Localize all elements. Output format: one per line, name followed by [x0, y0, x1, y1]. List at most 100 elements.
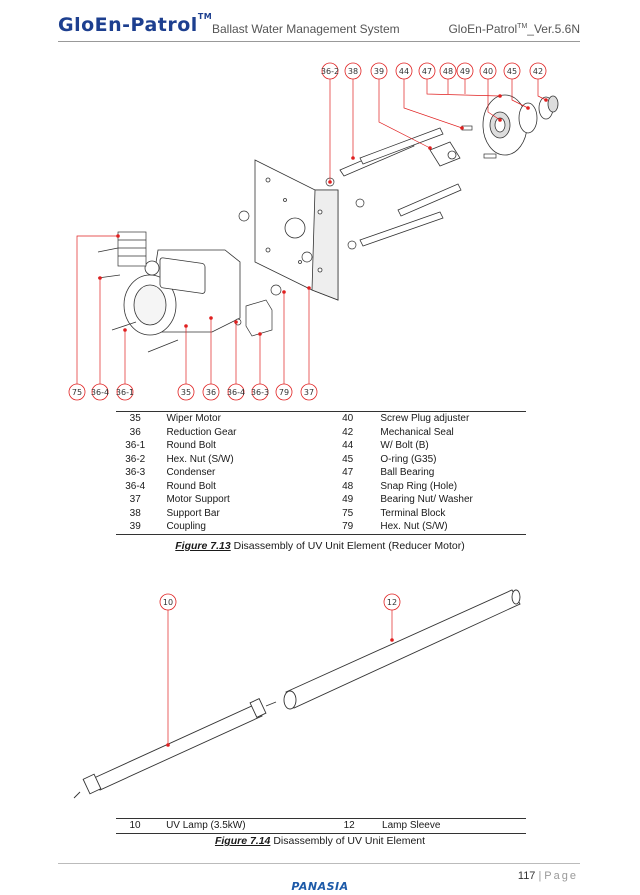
part-number: 36-3: [125, 467, 146, 478]
bottom-callout-dots: [98, 234, 311, 336]
table-row: 35 Wiper Motor 40 Screw Plug adjuster: [116, 412, 526, 426]
part-name: O-ring (G35): [380, 453, 437, 465]
part-number: 47: [342, 467, 354, 478]
part-name: Support Bar: [166, 507, 220, 519]
callout-bubble: 36-4: [91, 383, 109, 401]
wiper-motor: [123, 249, 241, 336]
part-number: 10: [129, 820, 141, 831]
callout-bubble: 36-4: [227, 383, 245, 401]
svg-text:45: 45: [507, 67, 517, 76]
part-number: 40: [342, 413, 354, 424]
svg-text:79: 79: [279, 388, 289, 397]
hex-nuts: [234, 177, 365, 326]
part-name: Reduction Gear: [166, 426, 237, 438]
header-version: GloEn-PatrolTM_Ver.5.6N: [448, 22, 580, 36]
part-name: Hex. Nut (S/W): [380, 521, 448, 532]
figure-caption-7-14: Figure 7.14 Disassembly of UV Unit Eleme…: [214, 835, 426, 847]
callout-bubble: 42: [529, 62, 547, 80]
svg-text:36-3: 36-3: [251, 388, 269, 397]
callout-bubble: 36: [202, 383, 220, 401]
parts-table-uv-lamp: 10 UV Lamp (3.5kW) 12 Lamp Sleeve: [116, 818, 526, 834]
svg-text:75: 75: [72, 388, 82, 397]
svg-text:36-1: 36-1: [116, 388, 134, 397]
part-number: 35: [129, 413, 141, 424]
part-number: 12: [343, 820, 355, 831]
callout-bubble: 44: [395, 62, 413, 80]
part-name: Snap Ring (Hole): [380, 480, 458, 492]
part-number: 36-2: [125, 453, 146, 465]
bolts: [97, 247, 179, 353]
callout-bubble: 35: [177, 383, 195, 401]
svg-text:49: 49: [460, 67, 470, 76]
part-name: UV Lamp (3.5kW): [166, 820, 246, 831]
part-name: Lamp Sleeve: [382, 820, 441, 831]
callout-bubble: 48: [439, 62, 457, 80]
svg-text:37: 37: [304, 388, 314, 397]
terminal-block: [117, 231, 147, 267]
condenser: [245, 299, 273, 337]
table-row: 36-4 Round Bolt 48 Snap Ring (Hole): [116, 480, 526, 494]
svg-text:42: 42: [533, 67, 543, 76]
part-name: Condenser: [166, 467, 216, 478]
part-number: 39: [129, 521, 141, 532]
reducer-motor-diagram: 36-2 38 39 44 47 48 49 40 45 42 75 36-4 …: [68, 62, 559, 401]
table-row: 36 Reduction Gear 42 Mechanical Seal: [116, 426, 526, 440]
top-callout-leaders: [329, 78, 547, 182]
part-name: Mechanical Seal: [380, 426, 454, 438]
callout-bubble: 40: [479, 62, 497, 80]
top-callouts: 36-2 38 39 44 47 48 49 40 45 42: [321, 62, 547, 80]
svg-text:10: 10: [163, 598, 173, 607]
svg-text:44: 44: [399, 67, 409, 76]
table-row: 36-2 Hex. Nut (S/W) 45 O-ring (G35): [116, 453, 526, 467]
svg-text:36-4: 36-4: [91, 388, 109, 397]
lamp-callout-leaders: [167, 610, 393, 745]
bottom-callout-leaders: [76, 235, 310, 384]
part-name: Wiper Motor: [166, 413, 221, 424]
part-number: 48: [342, 480, 354, 492]
figure-caption-7-13: Figure 7.13 Disassembly of UV Unit Eleme…: [175, 540, 465, 552]
svg-text:36: 36: [206, 388, 216, 397]
callout-bubble: 75: [68, 383, 86, 401]
part-name: Screw Plug adjuster: [380, 413, 470, 424]
part-name: Hex. Nut (S/W): [166, 453, 234, 465]
part-number: 45: [342, 453, 354, 465]
footer-logo: PANASIA: [291, 880, 349, 893]
page-number: 117|Page: [517, 870, 578, 882]
callout-bubble: 79: [275, 383, 293, 401]
part-number: 36-4: [125, 480, 146, 492]
screw-plug-adjuster: [482, 94, 528, 156]
callout-bubble: 38: [344, 62, 362, 80]
part-name: Bearing Nut/ Washer: [380, 494, 473, 505]
callout-bubble: 10: [159, 593, 177, 611]
callout-bubble: 12: [383, 593, 401, 611]
coupling: [429, 141, 461, 167]
callout-bubble: 47: [418, 62, 436, 80]
support-bars: [339, 127, 462, 247]
svg-text:36-4: 36-4: [227, 388, 245, 397]
part-number: 42: [342, 426, 354, 438]
svg-text:48: 48: [443, 67, 453, 76]
part-number: 36: [129, 426, 141, 438]
svg-text:40: 40: [483, 67, 493, 76]
part-name: Motor Support: [166, 494, 230, 505]
part-name: Round Bolt: [166, 480, 216, 492]
lamp-sleeve: [283, 589, 521, 710]
top-callout-dots: [328, 94, 548, 184]
callout-bubble: 36-3: [251, 383, 269, 401]
parts-table-reducer-motor: 35 Wiper Motor 40 Screw Plug adjuster 36 Redu…: [116, 411, 526, 535]
part-name: Ball Bearing: [380, 467, 435, 478]
callout-bubble: 37: [300, 383, 318, 401]
uv-lamp-diagram: 10 12: [73, 589, 521, 799]
bottom-callouts: 75 36-4 36-1 35 36 36-4 36-3 79 37: [68, 383, 318, 401]
svg-text:12: 12: [387, 598, 397, 607]
svg-text:47: 47: [422, 67, 432, 76]
brand-logo: GloEn-PatrolTM: [58, 12, 213, 36]
svg-text:35: 35: [181, 388, 191, 397]
part-name: Terminal Block: [380, 507, 446, 519]
svg-text:38: 38: [348, 67, 358, 76]
header-subtitle: Ballast Water Management System: [212, 22, 400, 36]
part-number: 36-1: [125, 440, 146, 451]
